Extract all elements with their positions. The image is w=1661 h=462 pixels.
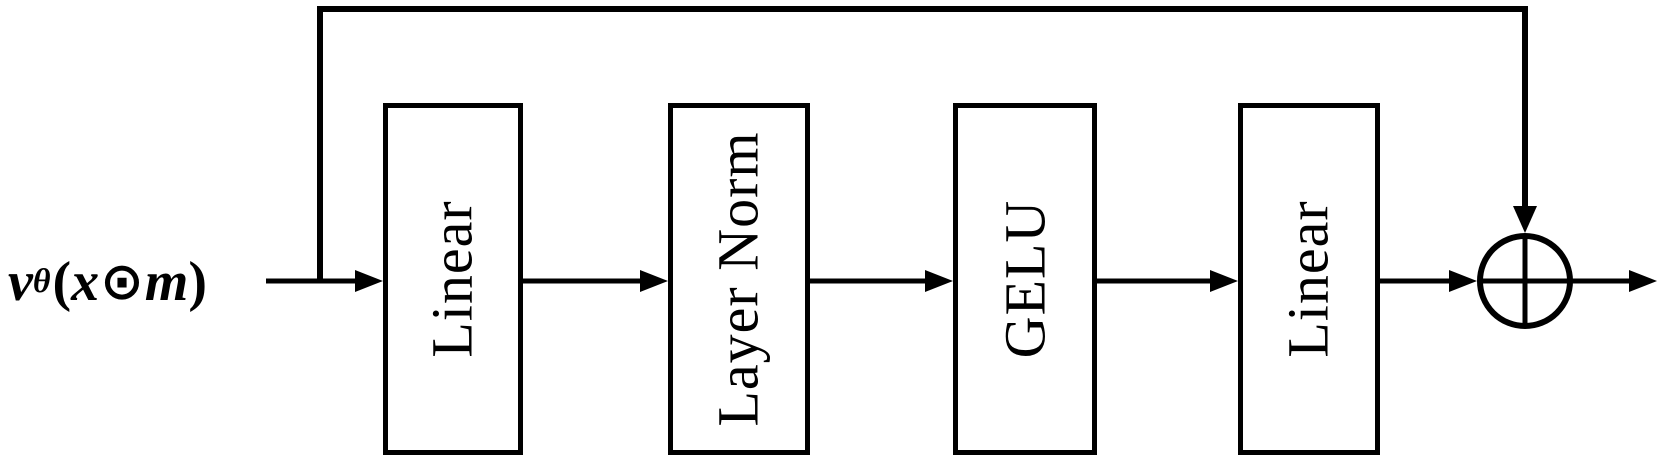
block-gelu: GELU bbox=[953, 103, 1097, 455]
arrowhead-layernorm-to-gelu-icon bbox=[925, 270, 953, 292]
skip-connection-line bbox=[317, 6, 1528, 281]
input-arg-m: m bbox=[144, 251, 189, 313]
block-gelu-label: GELU bbox=[992, 199, 1058, 359]
arrowhead-linear1-to-layernorm-icon bbox=[640, 270, 668, 292]
input-arrowhead-icon bbox=[355, 270, 383, 292]
input-arg-x: x bbox=[71, 251, 100, 313]
sum-circle-plus-icon bbox=[1477, 233, 1573, 329]
block-linear-1-label: Linear bbox=[420, 200, 485, 358]
paren-close: ) bbox=[188, 251, 207, 313]
input-subscript-theta: θ bbox=[32, 263, 51, 300]
input-variable: v bbox=[8, 251, 33, 313]
arrowhead-linear2-to-sum-icon bbox=[1449, 270, 1477, 292]
skip-arrowhead-down-icon bbox=[1513, 206, 1537, 233]
block-linear-1: Linear bbox=[383, 103, 523, 455]
block-layer-norm: Layer Norm bbox=[668, 103, 810, 455]
odot-operator-icon: ⊙ bbox=[100, 252, 144, 312]
block-linear-2-label: Linear bbox=[1276, 200, 1341, 358]
block-layer-norm-label: Layer Norm bbox=[706, 131, 772, 427]
arrowhead-gelu-to-linear2-icon bbox=[1210, 270, 1238, 292]
paren-open: ( bbox=[52, 251, 72, 313]
block-linear-2: Linear bbox=[1238, 103, 1380, 455]
output-arrowhead-icon bbox=[1629, 270, 1657, 292]
